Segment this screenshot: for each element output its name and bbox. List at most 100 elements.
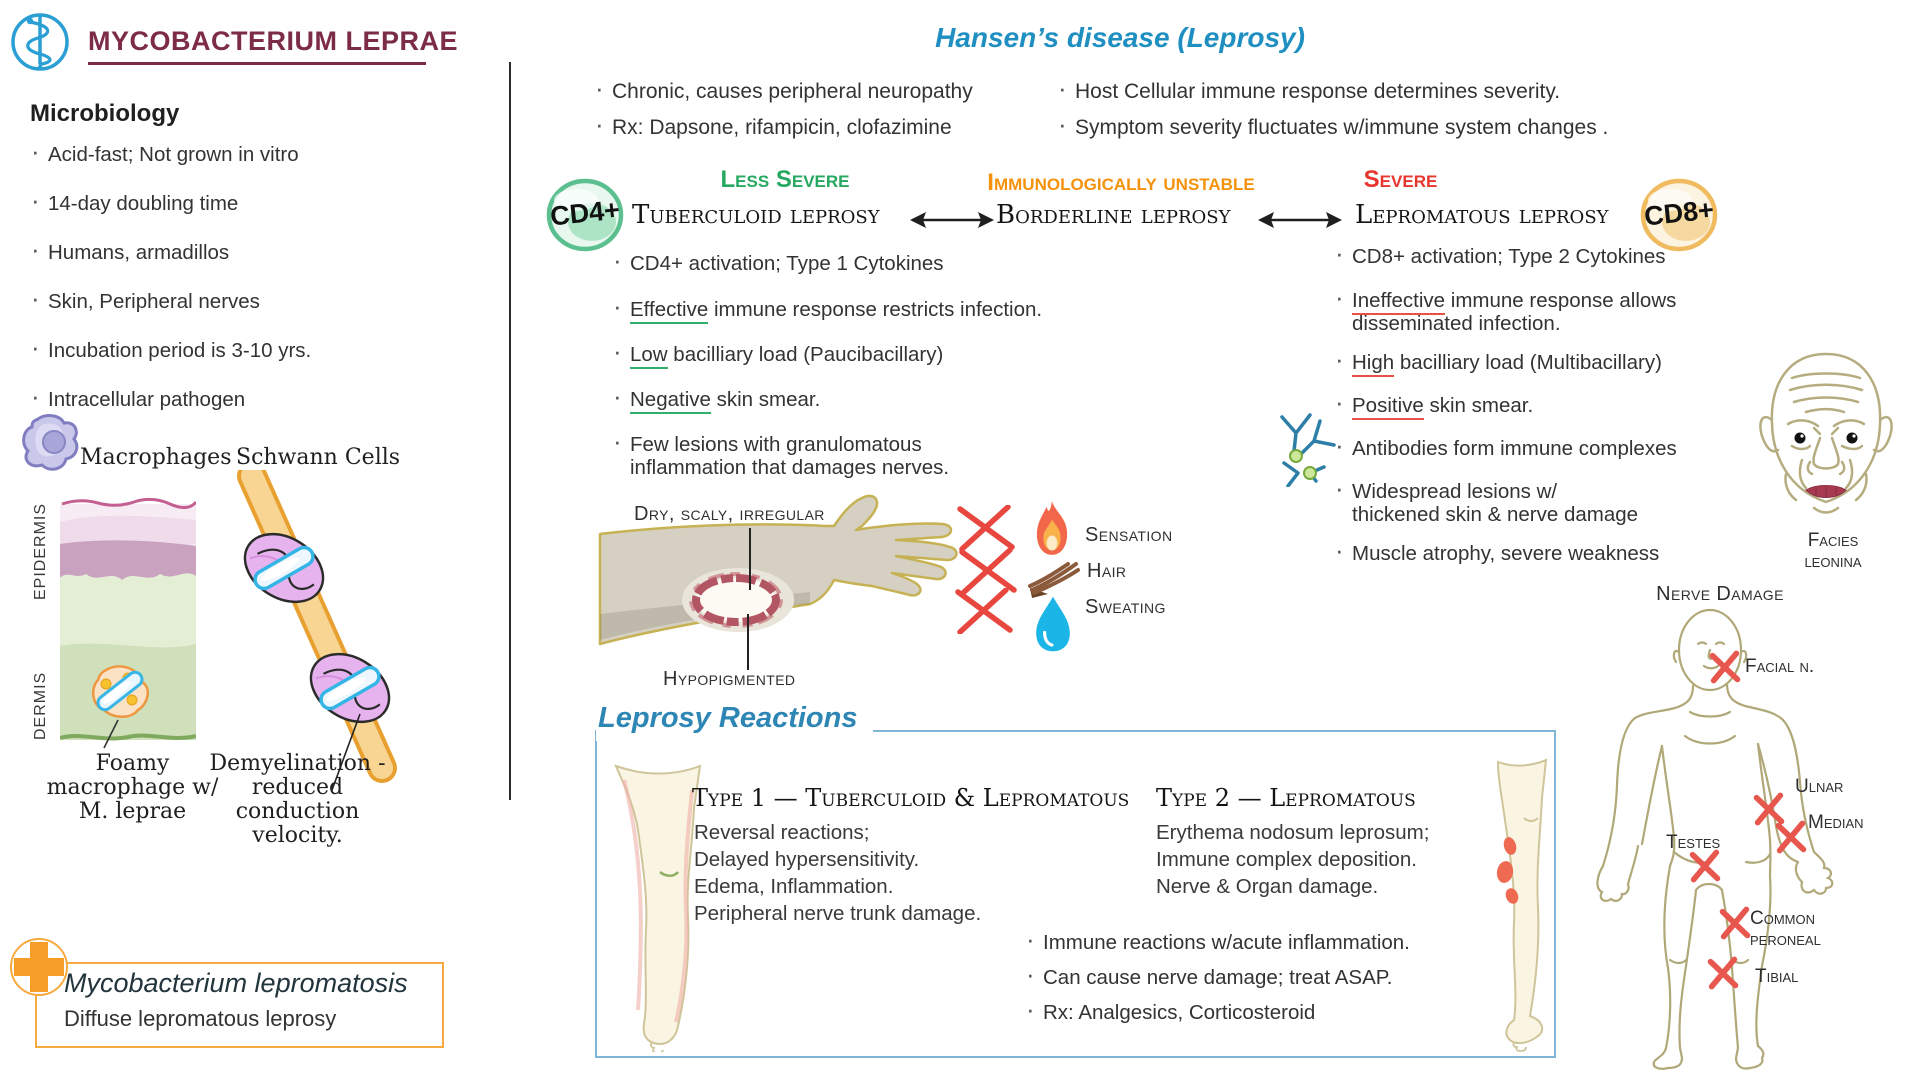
lepromatous-bullet: Ineffective immune response allowsdissem… (1335, 286, 1712, 335)
type2-text: Erythema nodosum leprosum; Immune comple… (1156, 819, 1429, 900)
bullet-text: bacilliary load (Paucibacillary) (667, 343, 944, 366)
nerve-label-peroneal: Common peroneal (1750, 908, 1821, 950)
rod-of-asclepius-icon (11, 13, 69, 71)
double-arrow-icon (910, 212, 994, 228)
hair-label: Hair (1087, 560, 1127, 582)
bullet-text-line2: inflammation that damages nerves. (630, 456, 950, 479)
tuberculoid-bullet: CD4+ activation; Type 1 Cytokines (613, 249, 975, 275)
type2-line: Nerve & Organ damage. (1156, 875, 1379, 898)
lepromatosis-title: Mycobacterium lepromatosis (64, 968, 408, 998)
microbiology-bullet: Incubation period is 3-10 yrs. (31, 336, 478, 362)
arm-lesion-illustration (598, 494, 958, 670)
lepromatous-bullet: Positive skin smear. (1335, 391, 1712, 420)
bullet-text: Antibodies form immune complexes (1352, 437, 1677, 460)
microbiology-bullet: 14-day doubling time (31, 189, 478, 215)
bullet-text: bacilliary load (Multibacillary) (1394, 351, 1662, 374)
bullet-text: Widespread lesions w/ (1352, 480, 1558, 503)
bullet-text: Few lesions with granulomatous (630, 433, 922, 456)
hansen-bullet: Rx: Dapsone, rifampicin, clofazimine (595, 113, 1052, 139)
x-icon (1707, 956, 1739, 990)
severe-label: Severe (1363, 166, 1438, 193)
lepromatous-leprosy-title: Lepromatous leprosy (1355, 200, 1609, 230)
sweating-label: Sweating (1085, 596, 1166, 618)
microbiology-bullet: Humans, armadillos (31, 238, 478, 264)
epidermis-label: EPIDERMIS (32, 502, 49, 600)
less-severe-label: Less Severe (720, 166, 850, 193)
tuberculoid-bullet: Negative skin smear. (613, 385, 1050, 414)
nerve-label-median: Median (1808, 812, 1864, 833)
schwann-cells-illustration (237, 470, 397, 791)
type1-line: Edema, Inflammation. (694, 875, 894, 898)
title-underline (88, 62, 426, 65)
type2-leg-illustration (1496, 758, 1548, 1052)
type2-heading: Type 2 — Lepromatous (1156, 784, 1416, 812)
bullet-text: immune response restricts infection. (708, 298, 1043, 321)
bullet-text: skin smear. (1423, 394, 1534, 417)
lepromatous-bullet: CD8+ activation; Type 2 Cytokines (1335, 242, 1712, 268)
hansen-bullet: Chronic, causes peripheral neuropathy (595, 77, 1052, 103)
reactions-bullet: Immune reactions w/acute inflammation. (1026, 928, 1503, 954)
nerve-label-tibial: Tibial (1755, 966, 1799, 987)
underlined-term: High (1352, 351, 1395, 377)
bullet-text: immune response allows (1445, 289, 1677, 312)
x-icon (957, 505, 1015, 551)
nerve-label-ulnar: Ulnar (1795, 776, 1844, 797)
sweat-drop-icon (1036, 596, 1070, 652)
dermis-label: DERMIS (32, 671, 49, 740)
bullet-text: CD4+ activation; Type 1 Cytokines (630, 252, 944, 275)
arm-label-bottom: Hypopigmented (663, 668, 796, 690)
nerve-damage-title: Nerve Damage (1656, 583, 1784, 605)
cd8-badge (1640, 178, 1718, 252)
nerve-label-testes: Testes (1666, 832, 1721, 853)
underlined-term: Effective (630, 298, 709, 324)
lepromatous-bullet: High bacilliary load (Multibacillary) (1335, 348, 1712, 377)
microbiology-bullet: Skin, Peripheral nerves (31, 287, 478, 313)
x-icon (1753, 792, 1785, 826)
flame-icon (1036, 501, 1068, 555)
schwann-cells-label: Schwann Cells (236, 445, 401, 470)
borderline-leprosy-title: Borderline leprosy (996, 200, 1231, 230)
underlined-term: Ineffective (1352, 289, 1446, 315)
lepromatous-bullet: Antibodies form immune complexes (1335, 434, 1712, 460)
x-icon (1719, 906, 1751, 940)
underlined-term: Negative (630, 388, 711, 414)
immunologically-unstable-label: Immunologically unstable (987, 169, 1255, 196)
vertical-divider (509, 62, 511, 800)
type2-line: Immune complex deposition. (1156, 848, 1417, 871)
lepromatous-bullet: Muscle atrophy, severe weakness (1335, 539, 1712, 565)
x-icon (959, 548, 1017, 594)
hair-icon (1028, 562, 1080, 598)
hansen-bullet: Host Cellular immune response determines… (1058, 77, 1635, 103)
tuberculoid-bullet: Low bacilliary load (Paucibacillary) (613, 340, 1050, 369)
macrophages-label: Macrophages (80, 445, 232, 470)
type1-line: Reversal reactions; (694, 821, 870, 844)
hansen-bullet: Symptom severity fluctuates w/immune sys… (1058, 113, 1635, 139)
microbiology-bullet: Acid-fast; Not grown in vitro (31, 140, 478, 166)
leprosy-reactions-title: Leprosy Reactions (596, 702, 874, 741)
tuberculoid-bullet: Few lesions with granulomatousinflammati… (613, 430, 990, 479)
type1-text: Reversal reactions; Delayed hypersensiti… (694, 819, 981, 927)
x-icon (1689, 849, 1721, 883)
page-title: MYCOBACTERIUM LEPRAE (88, 26, 459, 56)
type1-line: Delayed hypersensitivity. (694, 848, 920, 871)
double-arrow-icon (1258, 212, 1342, 228)
reactions-bullet: Can cause nerve damage; treat ASAP. (1026, 963, 1503, 989)
demyelination-caption: Demyelination - reduced conduction veloc… (209, 751, 386, 848)
microbiology-heading: Microbiology (30, 100, 180, 127)
type1-leg-illustration (614, 764, 702, 1052)
plus-icon (10, 938, 68, 996)
bullet-text: skin smear. (710, 388, 821, 411)
nerve-label-facial: Facial n. (1745, 656, 1815, 677)
foamy-macrophage-caption: Foamy macrophage w/ M. leprae (46, 751, 219, 824)
underlined-term: Positive (1352, 394, 1424, 420)
foamy-macrophage-icon (91, 665, 150, 718)
cd4-badge (546, 178, 624, 252)
reactions-bullet: Rx: Analgesics, Corticosteroid (1026, 998, 1503, 1024)
lepromatous-bullet: Widespread lesions w/thickened skin & ne… (1335, 477, 1712, 526)
x-icon (1775, 820, 1807, 854)
type1-line: Peripheral nerve trunk damage. (694, 902, 982, 925)
bullet-text: Muscle atrophy, severe weakness (1352, 542, 1660, 565)
hansen-title: Hansen’s disease (Leprosy) (935, 22, 1305, 53)
lepromatosis-box (35, 962, 444, 1048)
